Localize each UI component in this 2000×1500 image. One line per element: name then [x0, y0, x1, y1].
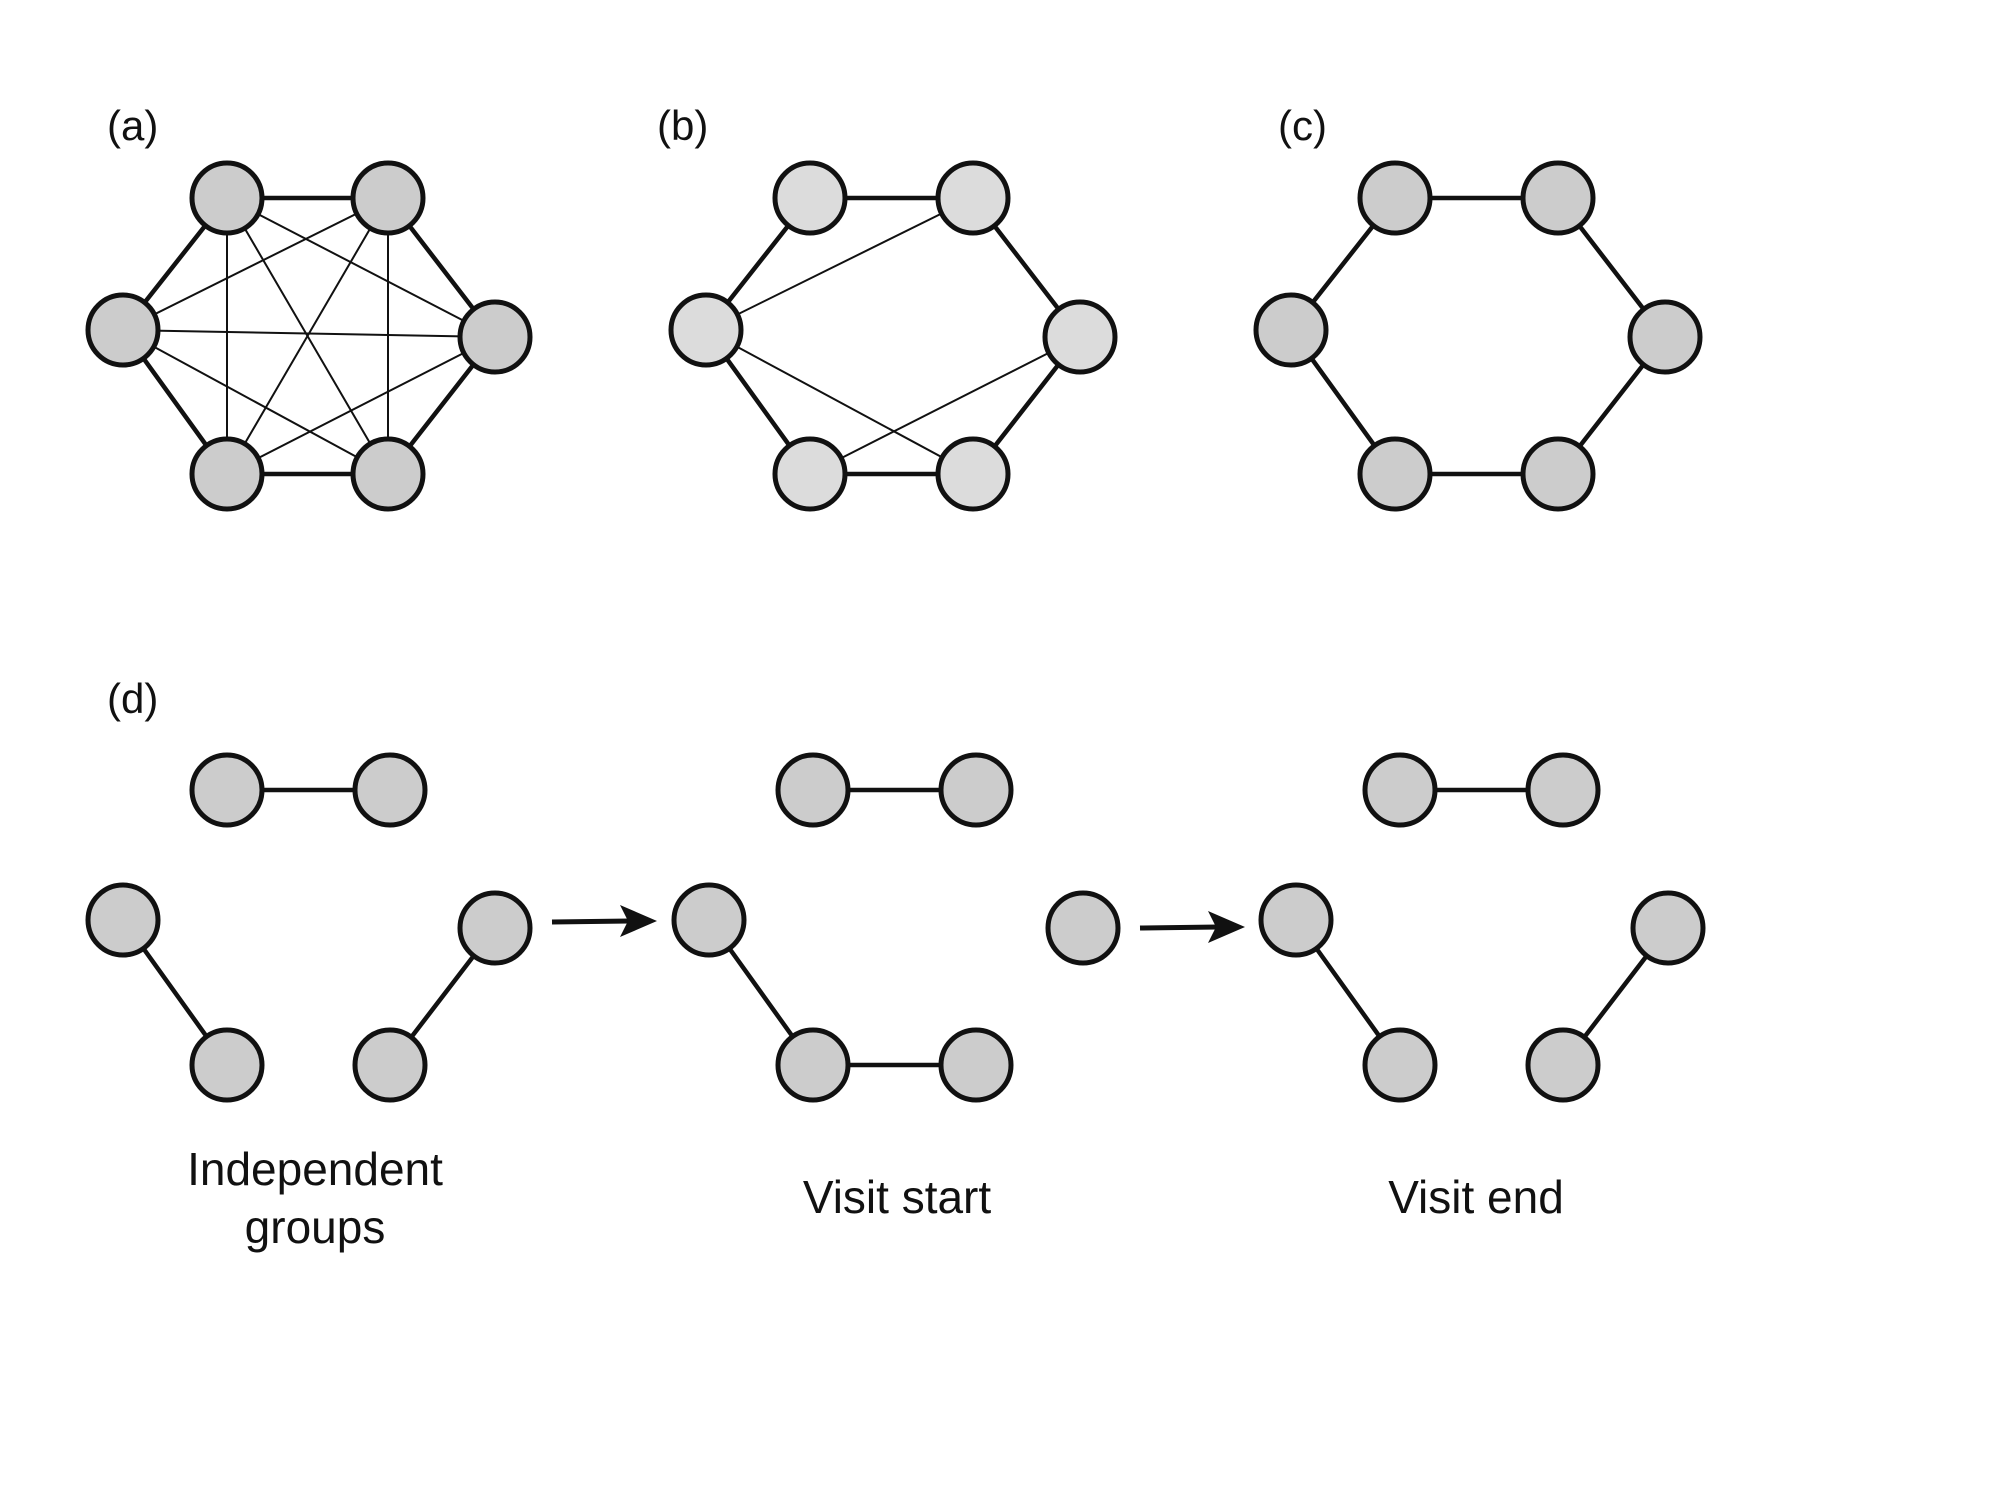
caption-independent-groups-line1: Independent: [187, 1143, 443, 1195]
node: [1627, 299, 1703, 375]
node: [1045, 890, 1121, 966]
node: [189, 160, 265, 236]
node: [1362, 1027, 1438, 1103]
node: [1042, 299, 1118, 375]
stage3-edges: [1293, 787, 1671, 1068]
node: [772, 436, 848, 512]
edge: [122, 329, 496, 338]
panel-c-nodes: [1253, 160, 1703, 512]
edge: [226, 197, 389, 475]
stage3-nodes: [1258, 752, 1706, 1103]
panel-d-independent-groups: [85, 752, 533, 1103]
panel-b-edges: [703, 195, 1083, 477]
edge: [705, 329, 974, 475]
node: [1362, 752, 1438, 828]
stage2-edges: [706, 787, 979, 1068]
node: [352, 1027, 428, 1103]
node: [189, 752, 265, 828]
edge: [122, 197, 389, 331]
node: [1258, 882, 1334, 958]
panel-a-nodes: [85, 160, 533, 512]
node: [938, 752, 1014, 828]
arrow-right-icon: [551, 905, 657, 937]
panel-b-nodes: [668, 160, 1118, 512]
arrow-right-icon: [1139, 911, 1245, 943]
panel-a-edges: [120, 195, 498, 477]
edge: [226, 336, 496, 475]
node: [85, 292, 161, 368]
node: [671, 882, 747, 958]
node: [772, 160, 848, 236]
node: [189, 1027, 265, 1103]
panel-c-edges: [1288, 195, 1668, 477]
node: [1253, 292, 1329, 368]
node: [85, 882, 161, 958]
node: [1525, 1027, 1601, 1103]
stage1-edges: [120, 787, 498, 1068]
node: [457, 890, 533, 966]
panel-c-graph: [1253, 160, 1703, 512]
panel-label-c: (c): [1278, 102, 1327, 149]
node: [189, 436, 265, 512]
node: [775, 1027, 851, 1103]
edge: [122, 329, 389, 475]
edge: [809, 336, 1081, 475]
node: [1357, 160, 1433, 236]
panel-d-visit-end: [1258, 752, 1706, 1103]
panel-label-a: (a): [107, 102, 158, 149]
node: [350, 160, 426, 236]
node: [935, 436, 1011, 512]
node: [1520, 160, 1596, 236]
node: [457, 299, 533, 375]
panel-d-visit-start: [671, 752, 1121, 1103]
panel-label-d: (d): [107, 675, 158, 722]
panel-b-graph: [668, 160, 1118, 512]
stage2-nodes: [671, 752, 1121, 1103]
node: [1630, 890, 1706, 966]
node: [935, 160, 1011, 236]
stage1-nodes: [85, 752, 533, 1103]
node: [1357, 436, 1433, 512]
node: [1525, 752, 1601, 828]
panel-a-graph: [85, 160, 533, 512]
node: [352, 752, 428, 828]
caption-visit-end: Visit end: [1388, 1171, 1564, 1223]
node: [668, 292, 744, 368]
caption-visit-start: Visit start: [803, 1171, 992, 1223]
node: [775, 752, 851, 828]
node: [1520, 436, 1596, 512]
panel-label-b: (b): [657, 102, 708, 149]
caption-independent-groups-line2: groups: [245, 1201, 386, 1253]
node: [938, 1027, 1014, 1103]
node: [350, 436, 426, 512]
edge: [705, 197, 974, 331]
edge: [226, 197, 496, 338]
